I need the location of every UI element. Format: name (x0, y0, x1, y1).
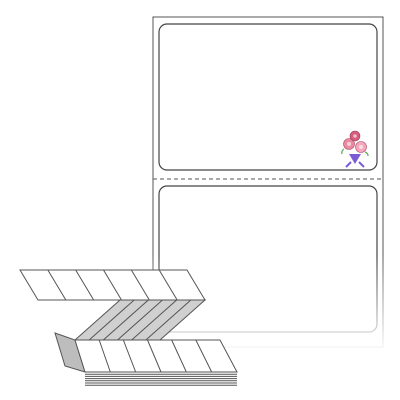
fanfold-label-stack (19, 269, 238, 386)
fanfold-top-dividers (47, 269, 178, 301)
fanfold-top-divider (158, 269, 178, 301)
flower-bouquet-icon (341, 130, 369, 168)
fanfold-middle-divider (117, 299, 163, 341)
fanfold-bottom-divider (98, 339, 111, 373)
fanfold-top-divider (47, 269, 67, 301)
fanfold-bottom-dividers (98, 339, 213, 373)
fanfold-top-divider (75, 269, 95, 301)
fanfold-middle-divider (145, 299, 192, 341)
fanfold-bottom-divider (147, 339, 162, 373)
fanfold-bottom-panel (74, 339, 238, 373)
label-top (158, 23, 378, 171)
fanfold-bottom-divider (195, 339, 213, 373)
stack-edge-lines (85, 373, 237, 386)
fanfold-bottom-divider (122, 339, 137, 373)
fanfold-top-divider (103, 269, 122, 301)
fanfold-middle-divider (88, 299, 135, 341)
fanfold-bottom-divider (171, 339, 187, 373)
fanfold-middle-dividers (88, 299, 192, 341)
fanfold-middle-divider (103, 299, 149, 341)
fanfold-middle-divider (131, 299, 177, 341)
fanfold-top-divider (130, 269, 150, 301)
